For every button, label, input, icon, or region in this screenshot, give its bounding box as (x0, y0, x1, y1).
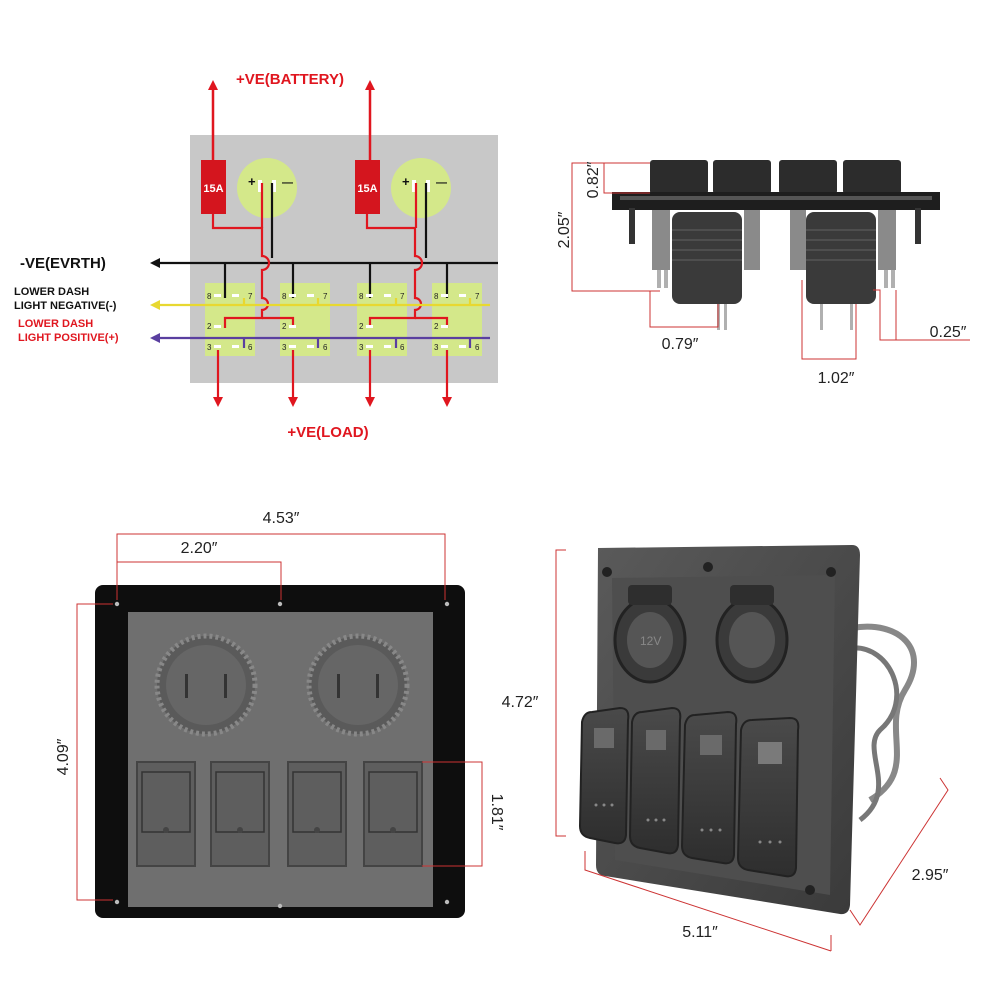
svg-text:8: 8 (207, 292, 212, 301)
perspective-socket-left: 12V (613, 585, 687, 684)
switch-cap (650, 160, 708, 194)
dim-front-half-width: 2.20″ (181, 540, 218, 557)
switch-3 (357, 283, 407, 356)
dash-negative-label-1: LOWER DASH (14, 286, 89, 298)
fuse-left: 15A (201, 160, 226, 214)
socket-body (806, 212, 876, 304)
ground-label: -VE(EVRTH) (20, 255, 106, 272)
screw (629, 208, 635, 244)
svg-text:2: 2 (359, 322, 364, 331)
flange-plate (612, 192, 940, 210)
front-view: 4.53″ 2.20″ 4.09″ 1.81″ (55, 510, 505, 918)
positive-wires (211, 183, 452, 407)
pin-labels: 8 7 2 3 6 8 7 2 3 6 8 7 2 3 6 8 7 2 3 6 (207, 292, 480, 352)
dash-negative-label-2: LIGHT NEGATIVE(-) (14, 300, 117, 312)
front-socket-right (306, 633, 410, 737)
svg-text:2: 2 (434, 322, 439, 331)
socket-left: + — (237, 158, 297, 218)
svg-text:12V: 12V (640, 634, 661, 648)
svg-text:2: 2 (282, 322, 287, 331)
svg-text:15A: 15A (203, 183, 223, 195)
dim-side-height: 2.05″ (556, 211, 573, 248)
svg-text:6: 6 (248, 343, 253, 352)
dash-negative-wire (150, 298, 490, 310)
front-switch-1 (136, 761, 196, 867)
svg-text:6: 6 (400, 343, 405, 352)
front-switch-3 (287, 761, 347, 867)
svg-text:7: 7 (248, 292, 253, 301)
svg-text:3: 3 (282, 343, 287, 352)
socket-body (672, 212, 742, 304)
svg-text:15A: 15A (357, 183, 377, 195)
svg-text:6: 6 (323, 343, 328, 352)
perspective-rocker-3 (680, 710, 738, 865)
dim-socket-depth: 0.79″ (662, 336, 699, 353)
dim-perspective-height: 4.72″ (502, 694, 539, 711)
svg-text:8: 8 (282, 292, 287, 301)
dim-perspective-depth: 2.95″ (912, 867, 949, 884)
svg-text:3: 3 (359, 343, 364, 352)
perspective-rocker-4 (736, 716, 800, 878)
svg-text:3: 3 (207, 343, 212, 352)
front-switch-4 (363, 761, 423, 867)
svg-text:6: 6 (475, 343, 480, 352)
svg-text:+: + (402, 174, 410, 189)
front-socket-left (154, 633, 258, 737)
dash-positive-label-2: LIGHT POSITIVE(+) (18, 332, 119, 344)
dim-perspective-width: 5.11″ (682, 924, 718, 941)
pin-pads (214, 294, 466, 348)
svg-text:+: + (248, 174, 256, 189)
dim-switch-height: 1.81″ (488, 794, 505, 831)
svg-text:7: 7 (400, 292, 405, 301)
svg-text:8: 8 (434, 292, 439, 301)
socket-right: + — (391, 158, 451, 218)
dim-terminal: 0.25″ (930, 324, 967, 341)
svg-text:2: 2 (207, 322, 212, 331)
battery-label: +VE(BATTERY) (236, 71, 344, 88)
perspective-socket-right (715, 585, 789, 684)
fuse-right: 15A (355, 160, 380, 214)
load-label: +VE(LOAD) (287, 424, 368, 441)
screw (915, 208, 921, 244)
perspective-rocker-1 (578, 706, 630, 845)
svg-text:3: 3 (434, 343, 439, 352)
svg-text:7: 7 (323, 292, 328, 301)
switch-cap (843, 160, 901, 194)
dim-front-width: 4.53″ (263, 510, 300, 527)
front-switch-2 (210, 761, 270, 867)
dash-positive-wire (150, 333, 490, 348)
side-view: 2.05″ 0.82″ 0.79″ 1.02″ 0.25″ (556, 160, 970, 387)
dim-side-flange: 0.82″ (585, 161, 602, 198)
switch-1 (205, 283, 255, 356)
dim-socket-width: 1.02″ (818, 370, 855, 387)
ground-wires (150, 183, 498, 298)
perspective-rocker-2 (628, 706, 682, 855)
dim-front-height: 4.09″ (55, 738, 72, 775)
svg-text:—: — (436, 177, 447, 189)
wiring-diagram: +VE(BATTERY) 15A 15A + — + — (14, 71, 498, 441)
switch-cap (779, 160, 837, 194)
switch-4 (432, 283, 482, 356)
rear-wires (851, 623, 917, 803)
switch-cap (713, 160, 771, 194)
perspective-view: 12V (502, 545, 949, 952)
dash-positive-label-1: LOWER DASH (18, 318, 93, 330)
switch-2 (280, 283, 330, 356)
svg-text:7: 7 (475, 292, 480, 301)
svg-text:8: 8 (359, 292, 364, 301)
svg-text:—: — (282, 177, 293, 189)
